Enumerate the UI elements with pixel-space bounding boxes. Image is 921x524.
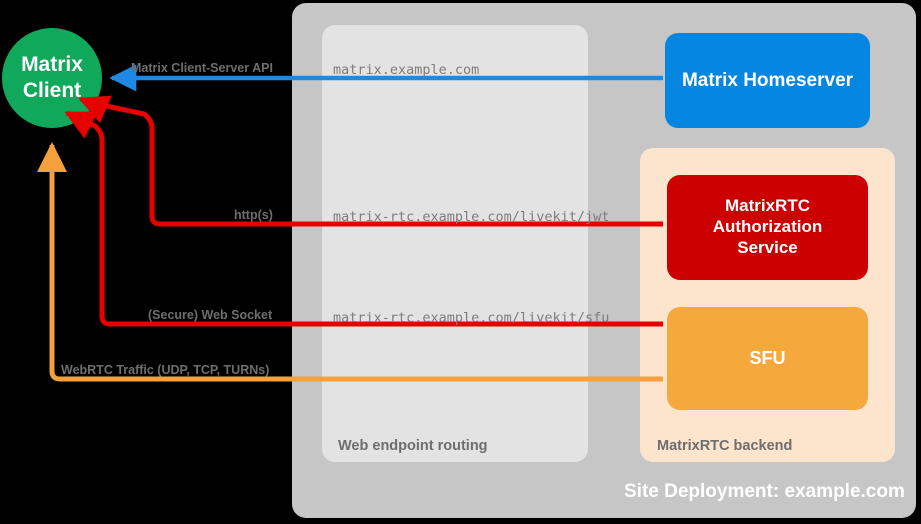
endpoint-url-livekit-sfu: matrix-rtc.example.com/livekit/sfu <box>333 310 610 326</box>
edge-label-matrix-client-server-api: Matrix Client-Server API <box>131 61 273 75</box>
group-web-endpoint-routing-label: Web endpoint routing <box>338 438 488 454</box>
node-matrix-homeserver[interactable] <box>665 33 870 128</box>
node-matrixrtc-authorization-service[interactable] <box>667 175 868 280</box>
node-sfu[interactable] <box>667 307 868 410</box>
edge-label-secure-web-socket: (Secure) Web Socket <box>148 308 273 322</box>
edge-secure-web-socket-arrowhead <box>64 110 98 139</box>
node-matrix-client[interactable] <box>2 28 102 128</box>
edge-https-arrowhead <box>78 95 112 124</box>
edge-https <box>96 101 663 227</box>
group-matrixrtc-backend-label: MatrixRTC backend <box>657 438 793 454</box>
edge-webrtc-traffic <box>36 142 663 382</box>
edge-label-https: http(s) <box>234 208 273 222</box>
group-web-endpoint-routing <box>322 25 588 462</box>
endpoint-url-matrix: matrix.example.com <box>333 62 480 78</box>
site-deployment-label: Site Deployment: example.com <box>624 481 905 502</box>
edge-label-webrtc-traffic: WebRTC Traffic (UDP, TCP, TURNs) <box>61 363 270 377</box>
endpoint-url-livekit-jwt: matrix-rtc.example.com/livekit/jwt <box>333 209 610 225</box>
